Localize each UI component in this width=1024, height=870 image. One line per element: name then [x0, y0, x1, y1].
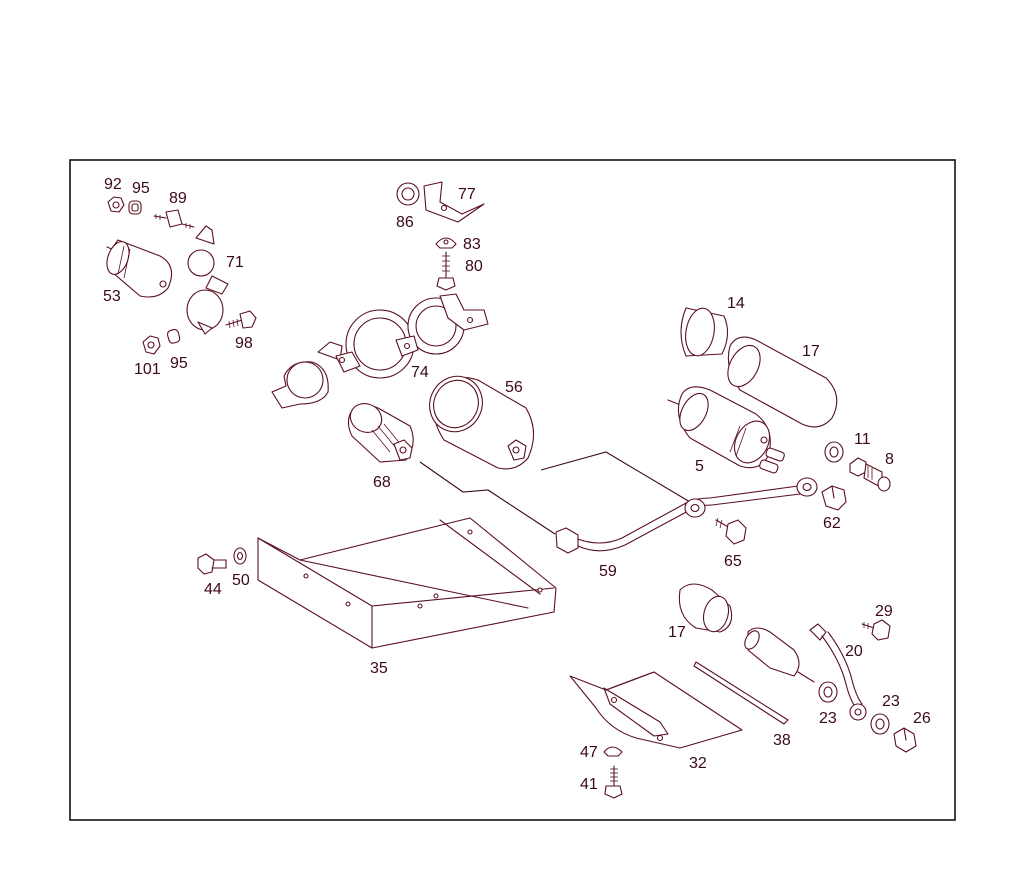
part-41-bolt — [604, 765, 623, 799]
part-77-bracket — [423, 181, 485, 223]
callout-29: 29 — [875, 603, 893, 620]
part-53-fuel-accumulator — [106, 239, 173, 298]
part-29-bolt — [861, 619, 891, 641]
part-68-fuel-filter — [347, 403, 414, 463]
part-83-washer — [435, 237, 457, 249]
callout-71: 71 — [226, 254, 244, 271]
part-35-tray — [257, 517, 557, 649]
callout-92: 92 — [104, 176, 122, 193]
part-101-nut — [142, 335, 161, 355]
part-11-seal — [824, 441, 844, 463]
part-8-fitting — [849, 457, 891, 492]
callout-80: 80 — [465, 258, 483, 275]
callout-44: 44 — [204, 581, 222, 598]
part-32-bracket — [569, 671, 743, 749]
part-71-clamp — [186, 225, 229, 335]
callout-95: 95 — [170, 355, 188, 372]
part-80-bolt — [436, 251, 456, 291]
callout-77: 77 — [458, 186, 476, 203]
diagram-frame — [69, 159, 956, 821]
callout-101: 101 — [134, 361, 161, 378]
callout-14: 14 — [727, 295, 745, 312]
part-26-plug — [893, 727, 917, 753]
callout-65: 65 — [724, 553, 742, 570]
part-44-bolt — [197, 553, 227, 575]
part-17-insulator-sleeve-upper — [727, 336, 838, 428]
callout-53: 53 — [103, 288, 121, 305]
part-62-nut — [821, 485, 847, 511]
fuel-line-leaders — [419, 451, 691, 535]
callout-35: 35 — [370, 660, 388, 677]
callout-17: 17 — [802, 343, 820, 360]
callout-59: 59 — [599, 563, 617, 580]
callout-74: 74 — [411, 364, 429, 381]
callout-68: 68 — [373, 474, 391, 491]
part-86-grommet — [396, 182, 420, 206]
callout-23: 23 — [882, 693, 900, 710]
callout-98: 98 — [235, 335, 253, 352]
callout-56: 56 — [505, 379, 523, 396]
callout-62: 62 — [823, 515, 841, 532]
part-59-fuel-pipe — [555, 477, 818, 554]
callout-38: 38 — [773, 732, 791, 749]
part-95-washer-upper — [128, 200, 142, 215]
callout-labels: 92 95 89 71 53 98 101 95 86 77 83 80 74 … — [103, 176, 931, 793]
part-98-bolt — [225, 310, 257, 329]
callout-41: 41 — [580, 776, 598, 793]
part-65-banjo-bolt — [715, 517, 747, 545]
part-23-seal-left — [818, 681, 838, 703]
part-74-triple-clamp — [271, 293, 489, 409]
callout-8: 8 — [885, 451, 894, 468]
part-89-rubber-mount — [153, 209, 195, 229]
part-17-insulator-sleeve-lower — [678, 583, 733, 633]
callout-26: 26 — [913, 710, 931, 727]
callout-83: 83 — [463, 236, 481, 253]
callout-95: 95 — [132, 180, 150, 197]
callout-50: 50 — [232, 572, 250, 589]
part-95-washer-lower — [166, 329, 181, 344]
callout-89: 89 — [169, 190, 187, 207]
callout-20: 20 — [845, 643, 863, 660]
part-38-strip — [693, 661, 789, 725]
callout-11: 11 — [854, 431, 871, 448]
callout-86: 86 — [396, 214, 414, 231]
part-5-fuel-pump — [667, 386, 785, 474]
part-20-pump-element — [744, 627, 815, 683]
callout-47: 47 — [580, 744, 598, 761]
callout-23: 23 — [819, 710, 837, 727]
part-47-washer — [603, 746, 623, 757]
part-23-seal-right — [870, 713, 890, 735]
callout-17: 17 — [668, 624, 686, 641]
part-20-fuel-line — [809, 623, 867, 721]
part-92-nut — [107, 196, 125, 213]
callout-5: 5 — [695, 458, 704, 475]
part-14-ring — [680, 307, 729, 357]
part-50-washer — [233, 547, 247, 565]
callout-32: 32 — [689, 755, 707, 772]
part-56-fuel-filter — [429, 375, 535, 470]
